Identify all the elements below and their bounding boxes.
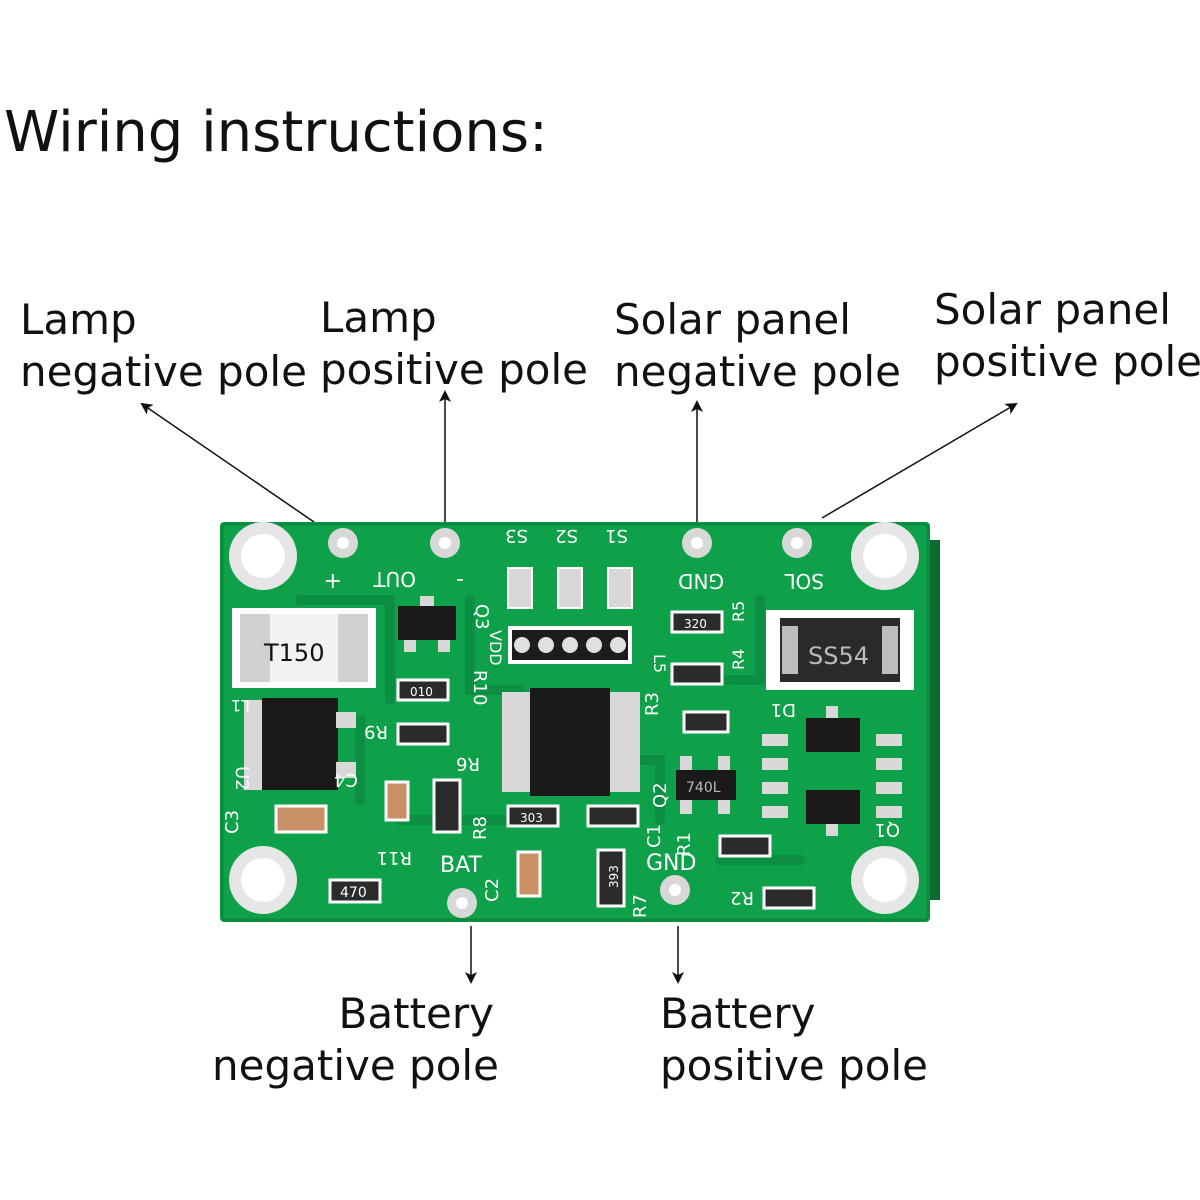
transistor-q3	[398, 596, 456, 652]
silk-sol: SOL	[784, 569, 824, 593]
silk-minus: -	[456, 568, 464, 593]
silk-q2: Q2	[650, 782, 671, 808]
silk-u2: U2	[231, 766, 252, 791]
silk-c2: C2	[482, 878, 503, 902]
silk-res-303: 303	[520, 811, 543, 825]
mounting-hole	[851, 846, 919, 914]
pad-out-minus	[430, 528, 460, 558]
label-lamp-positive: Lamp positive pole	[320, 292, 588, 396]
silk-r8: R8	[470, 816, 491, 840]
transistor-right-2	[806, 790, 860, 836]
silk-r11: R11	[377, 847, 412, 868]
silk-r4: R4	[729, 649, 748, 670]
pin-header	[508, 626, 632, 664]
regulator	[244, 698, 356, 790]
pad-bat	[447, 888, 477, 918]
mounting-hole	[229, 846, 297, 914]
silk-gnd-bottom: GND	[646, 851, 696, 876]
transistor-right-1	[806, 706, 860, 752]
silk-chip-740l: 740L	[686, 780, 721, 796]
arrow-lamp-negative	[140, 402, 315, 523]
silk-q3: Q3	[471, 604, 492, 630]
smd-components	[328, 610, 816, 910]
page-title: Wiring instructions:	[4, 100, 548, 165]
chip-q2	[676, 756, 736, 814]
silk-d1: D1	[771, 699, 796, 720]
label-line: positive pole	[934, 337, 1200, 386]
mounting-hole	[851, 522, 919, 590]
label-lamp-negative: Lamp negative pole	[20, 294, 307, 398]
label-line: Battery	[660, 989, 816, 1038]
passive-pads-right	[762, 734, 902, 818]
jumper-pads	[507, 567, 633, 609]
label-solar-positive: Solar panel positive pole	[934, 284, 1200, 388]
pad-gnd-solar	[682, 528, 712, 558]
silk-s3: S3	[505, 525, 528, 546]
silk-gnd-top: GND	[678, 569, 724, 593]
silk-l1: L1	[231, 696, 250, 715]
label-line: negative pole	[212, 1041, 499, 1090]
silk-c1: C1	[644, 824, 665, 848]
label-line: Lamp	[320, 293, 437, 342]
silk-r6: R6	[456, 753, 480, 774]
label-line: Battery	[338, 989, 494, 1038]
silkscreen: T150 SS54 S3 S2 S1 OUT + - GND SOL Q3 VD…	[222, 525, 900, 918]
arrow-solar-positive	[821, 402, 1018, 519]
silk-s2: S2	[555, 525, 578, 546]
silk-r9: R9	[364, 721, 388, 742]
silk-s1: S1	[605, 525, 628, 546]
label-line: Solar panel	[614, 295, 851, 344]
silk-r3: R3	[642, 692, 663, 716]
silk-plus: +	[324, 568, 342, 593]
label-line: Solar panel	[934, 285, 1171, 334]
silk-r10: R10	[469, 670, 490, 705]
silk-res-393: 393	[607, 865, 621, 888]
pad-gnd-battery	[660, 875, 690, 905]
silk-c3: C3	[222, 810, 243, 834]
silk-out: OUT	[373, 567, 416, 591]
capacitors	[274, 780, 542, 898]
silk-r2: R2	[730, 887, 754, 908]
label-battery-negative: Battery negative pole	[212, 988, 499, 1092]
pad-sol	[782, 528, 812, 558]
label-solar-negative: Solar panel negative pole	[614, 294, 901, 398]
label-line: Lamp	[20, 295, 137, 344]
diode-ss54	[766, 610, 914, 690]
silk-res-010: 010	[410, 685, 433, 699]
silk-r7: R7	[630, 894, 651, 918]
inductor-t150	[232, 608, 376, 688]
label-line: positive pole	[660, 1041, 928, 1090]
silk-res-320: 320	[684, 617, 707, 631]
silk-ss54: SS54	[808, 642, 869, 670]
pcb-board: T150 SS54 S3 S2 S1 OUT + - GND SOL Q3 VD…	[220, 522, 940, 922]
label-line: positive pole	[320, 345, 588, 394]
silk-l5: L5	[650, 654, 669, 673]
main-ic	[502, 688, 640, 796]
silk-res-470: 470	[340, 885, 367, 901]
silk-r1: R1	[674, 832, 695, 856]
silk-t150: T150	[263, 639, 324, 667]
pad-out-plus	[328, 528, 358, 558]
silk-q1: Q1	[874, 819, 900, 840]
label-battery-positive: Battery positive pole	[660, 988, 928, 1092]
label-line: negative pole	[20, 347, 307, 396]
silk-bat: BAT	[440, 853, 482, 878]
label-line: negative pole	[614, 347, 901, 396]
silk-r5: R5	[729, 601, 748, 622]
mounting-hole	[229, 522, 297, 590]
silk-c4: C4	[334, 769, 358, 790]
silk-vdd: VDD	[486, 630, 505, 666]
